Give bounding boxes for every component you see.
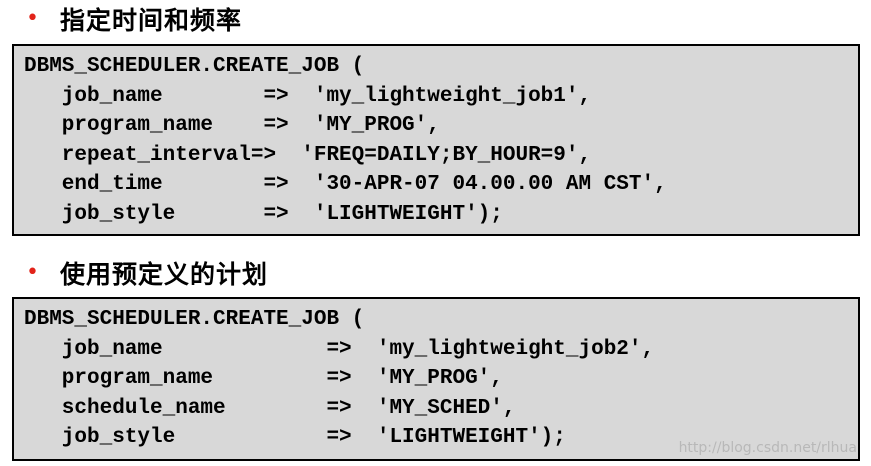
section-1-heading-row: • 指定时间和频率 (0, 2, 242, 36)
code-block-1: DBMS_SCHEDULER.CREATE_JOB ( job_name => … (12, 44, 860, 236)
section-2-heading-row: • 使用预定义的计划 (0, 256, 268, 290)
bullet-icon: • (26, 260, 39, 285)
code-block-2: DBMS_SCHEDULER.CREATE_JOB ( job_name => … (12, 297, 860, 461)
code-line: program_name => 'MY_PROG', (24, 114, 440, 137)
code-line: job_name => 'my_lightweight_job1', (24, 84, 592, 108)
section-1-heading: 指定时间和频率 (60, 6, 243, 35)
section-2-heading: 使用预定义的计划 (60, 260, 269, 289)
code-line: job_style => 'LIGHTWEIGHT'); (24, 426, 566, 449)
code-line: DBMS_SCHEDULER.CREATE_JOB ( (24, 308, 365, 331)
code-line: schedule_name => 'MY_SCHED', (24, 396, 516, 420)
code-line: job_name => 'my_lightweight_job2', (24, 337, 655, 361)
code-line: job_style => 'LIGHTWEIGHT'); (24, 202, 503, 226)
code-line: end_time => '30-APR-07 04.00.00 AM CST', (24, 173, 667, 196)
code-line: repeat_interval=> 'FREQ=DAILY;BY_HOUR=9'… (24, 143, 592, 167)
code-line: program_name => 'MY_PROG', (24, 367, 503, 390)
code-line: DBMS_SCHEDULER.CREATE_JOB ( (24, 55, 365, 78)
watermark-text: http://blog.csdn.net/rlhua (678, 440, 857, 456)
bullet-icon: • (26, 6, 39, 31)
